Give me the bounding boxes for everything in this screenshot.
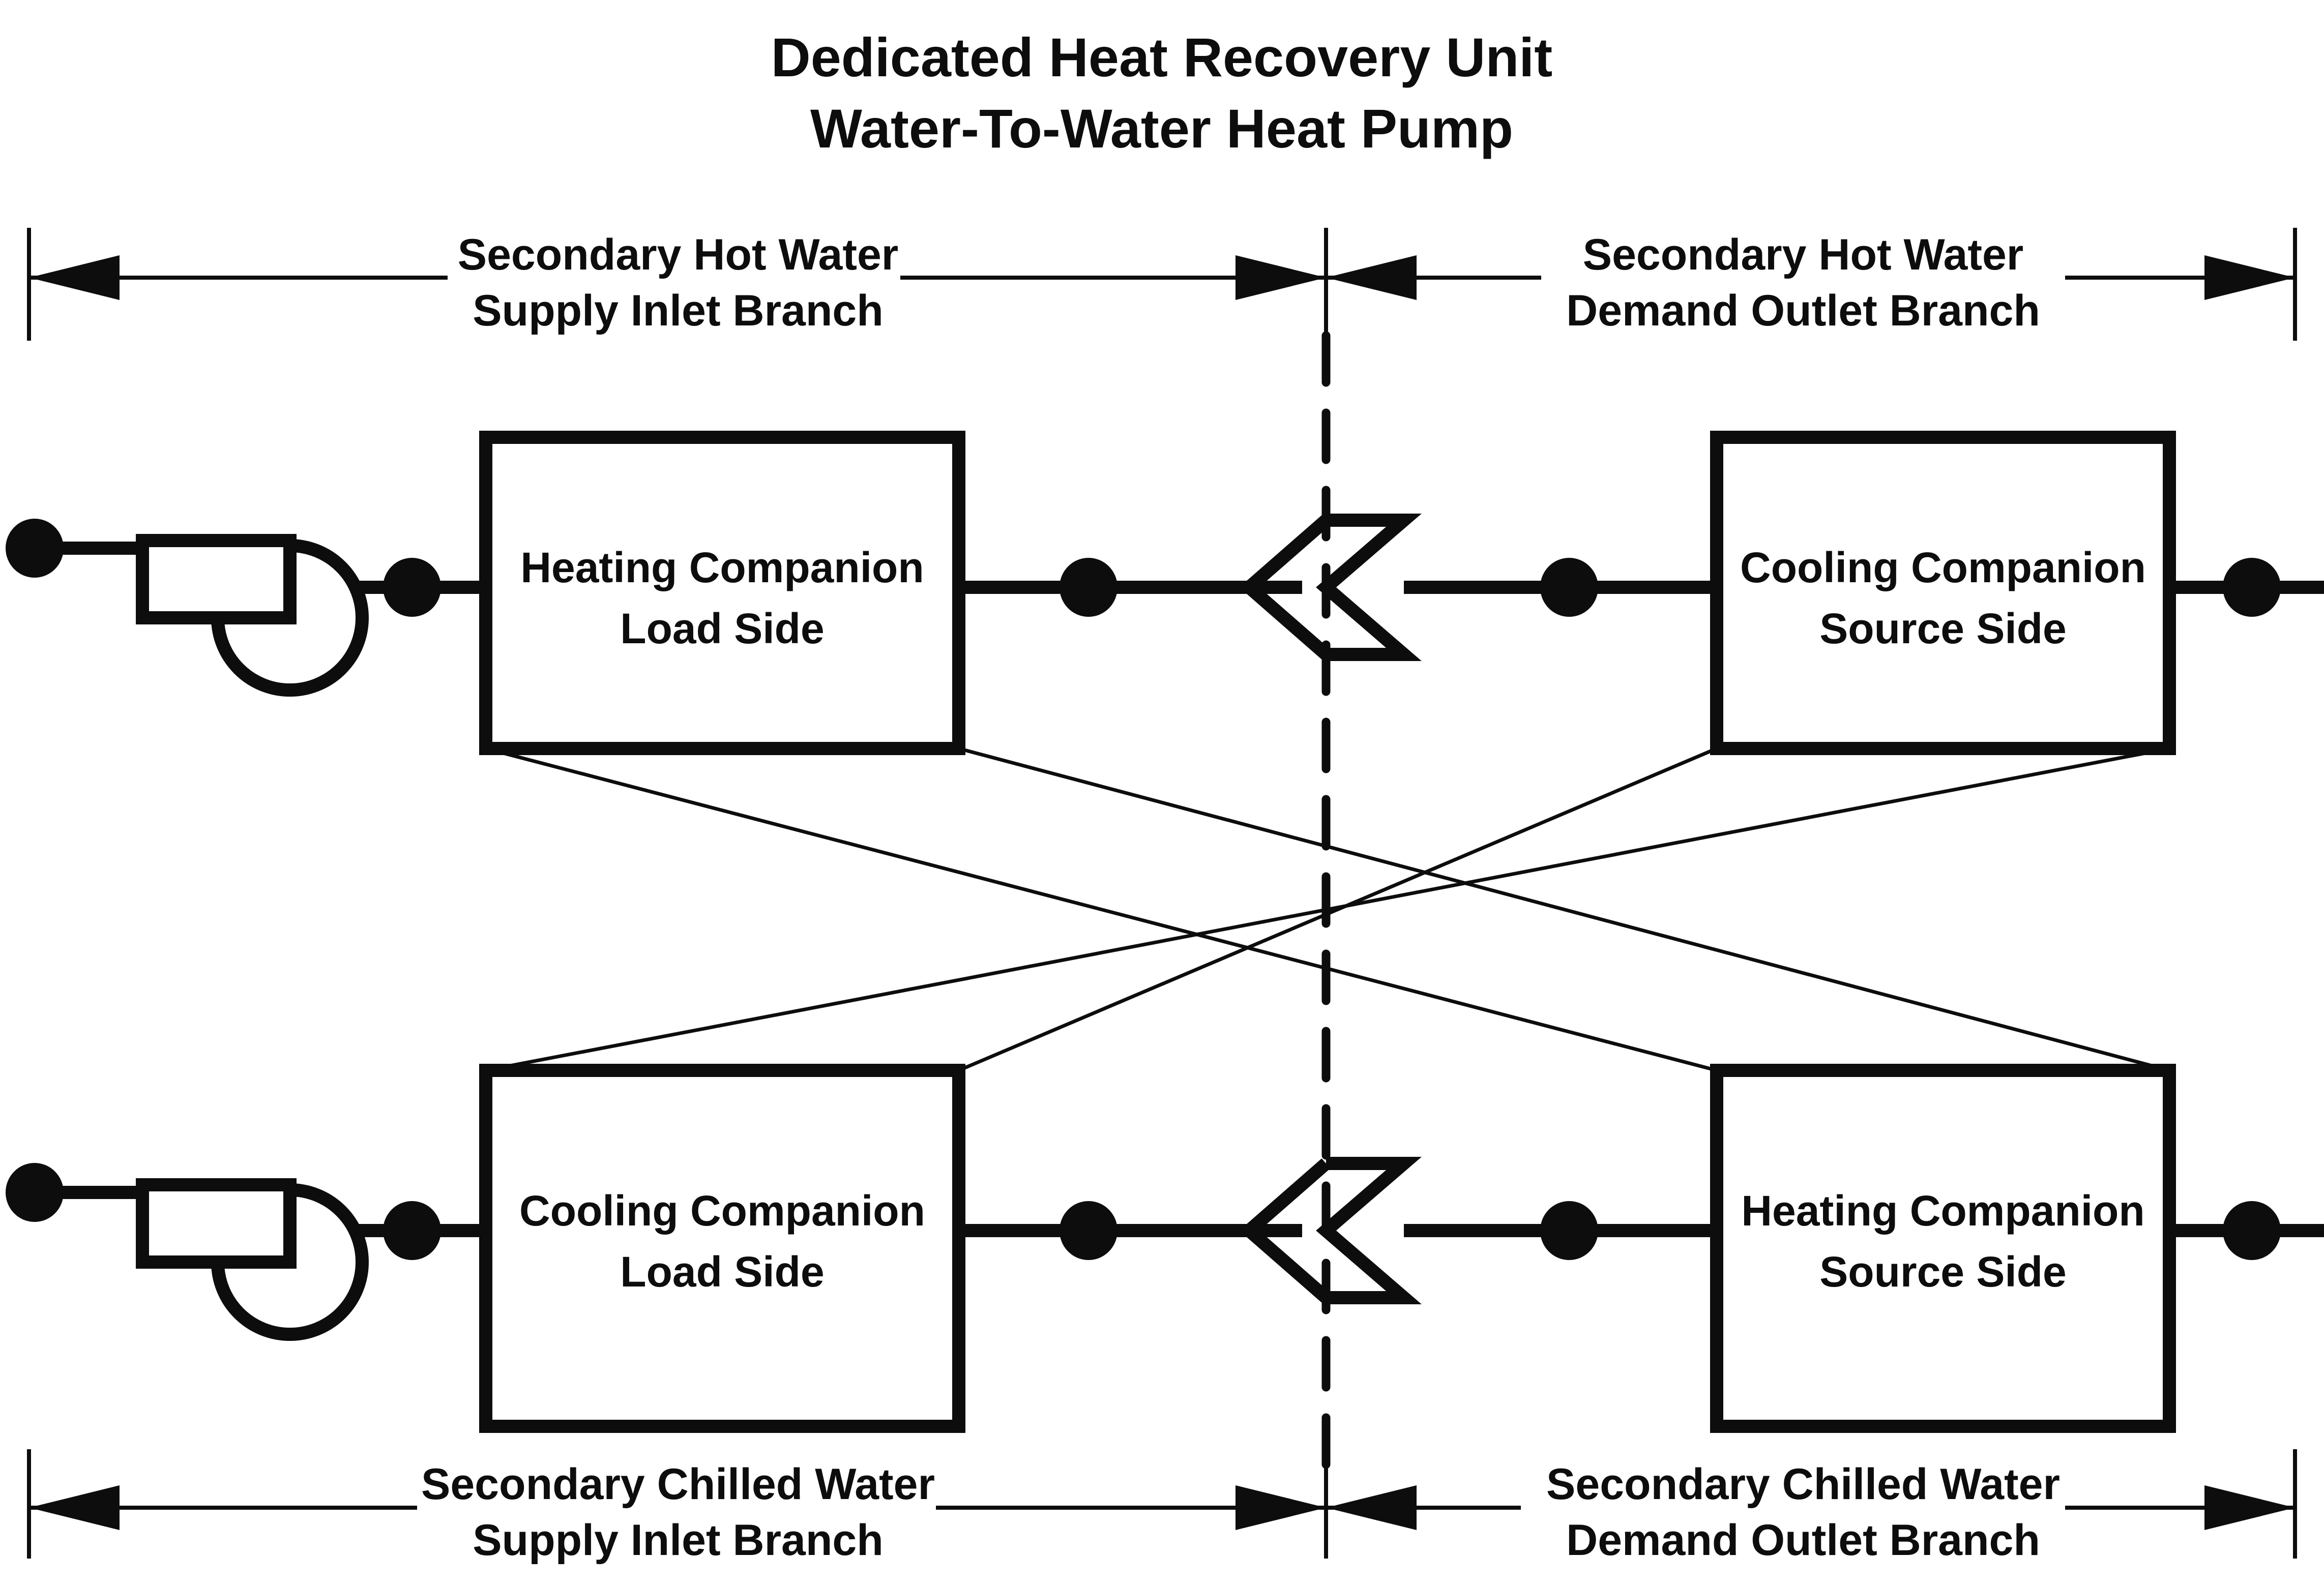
branch-label-top-left-line1: Secondary Hot Water (458, 230, 899, 279)
box-label-top-left-line2: Load Side (620, 605, 824, 652)
pipe-node-icon (2223, 1201, 2281, 1260)
refrigerant-line-2 (958, 746, 1718, 1072)
branch-label-top-right-line2: Demand Outlet Branch (1566, 286, 2040, 335)
pump-symbol-top (136, 534, 369, 697)
chilled-water-row: Cooling Companion Load Side Heating Comp… (6, 1064, 2324, 1433)
dimension-arrowhead-icon (29, 1485, 120, 1530)
page-title: Dedicated Heat Recovery Unit Water-To-Wa… (771, 26, 1553, 159)
pipe-node-icon (1060, 1201, 1117, 1260)
top-dimension-group: Secondary Hot Water Supply Inlet Branch … (27, 228, 2297, 341)
branch-label-bottom-right-line2: Demand Outlet Branch (1566, 1516, 2040, 1565)
box-label-bottom-left-line1: Cooling Companion (519, 1187, 925, 1235)
dimension-arrowhead-icon (1326, 1485, 1417, 1530)
component-box-top-left (479, 431, 965, 755)
branch-label-top-right-line1: Secondary Hot Water (1583, 230, 2024, 279)
box-label-top-right-line2: Source Side (1819, 605, 2067, 652)
dimension-arrowhead-icon (2204, 255, 2295, 300)
box-label-top-right-line1: Cooling Companion (1740, 544, 2146, 591)
title-line-1: Dedicated Heat Recovery Unit (771, 26, 1553, 88)
dimension-arrowhead-icon (1235, 1485, 1326, 1530)
pipe-node-icon (1540, 1201, 1598, 1260)
box-label-bottom-right-line1: Heating Companion (1741, 1187, 2144, 1235)
pump-motor-icon (136, 1178, 297, 1269)
box-label-bottom-left-line2: Load Side (620, 1248, 824, 1296)
branch-label-bottom-left-line2: Supply Inlet Branch (473, 1516, 884, 1565)
pipe-node-icon (2223, 558, 2281, 617)
branch-label-top-left-line2: Supply Inlet Branch (473, 286, 884, 335)
pump-symbol-bottom (136, 1178, 369, 1341)
dimension-arrowhead-icon (1235, 255, 1326, 300)
refrigerant-line-4 (485, 746, 2170, 1072)
refrigerant-crossover-lines (485, 746, 2170, 1072)
hot-water-row: Heating Companion Load Side Cooling Comp… (6, 431, 2324, 755)
bottom-dimension-group: Secondary Chilled Water Supply Inlet Bra… (27, 1449, 2297, 1565)
branch-label-bottom-right-line1: Secondary Chilled Water (1546, 1460, 2060, 1509)
component-box-top-right (1710, 431, 2176, 755)
component-box-bottom-right (1710, 1064, 2176, 1433)
title-line-2: Water-To-Water Heat Pump (810, 98, 1513, 159)
box-label-bottom-right-line2: Source Side (1819, 1248, 2067, 1296)
branch-label-bottom-left-line1: Secondary Chilled Water (421, 1460, 935, 1509)
pump-motor-icon (136, 534, 297, 624)
flow-direction-chevron-icon-bottom (1239, 1157, 1422, 1304)
pipe-node-icon (1540, 558, 1598, 617)
dimension-arrowhead-icon (1326, 255, 1417, 300)
dimension-arrowhead-icon (2204, 1485, 2295, 1530)
flow-direction-chevron-icon-top (1239, 514, 1422, 661)
box-label-top-left-line1: Heating Companion (520, 544, 924, 591)
refrigerant-line-3 (958, 746, 2170, 1072)
pipe-node-icon (1060, 558, 1117, 617)
component-box-bottom-left (479, 1064, 965, 1433)
refrigerant-line-1 (485, 746, 1717, 1072)
dimension-arrowhead-icon (29, 255, 120, 300)
